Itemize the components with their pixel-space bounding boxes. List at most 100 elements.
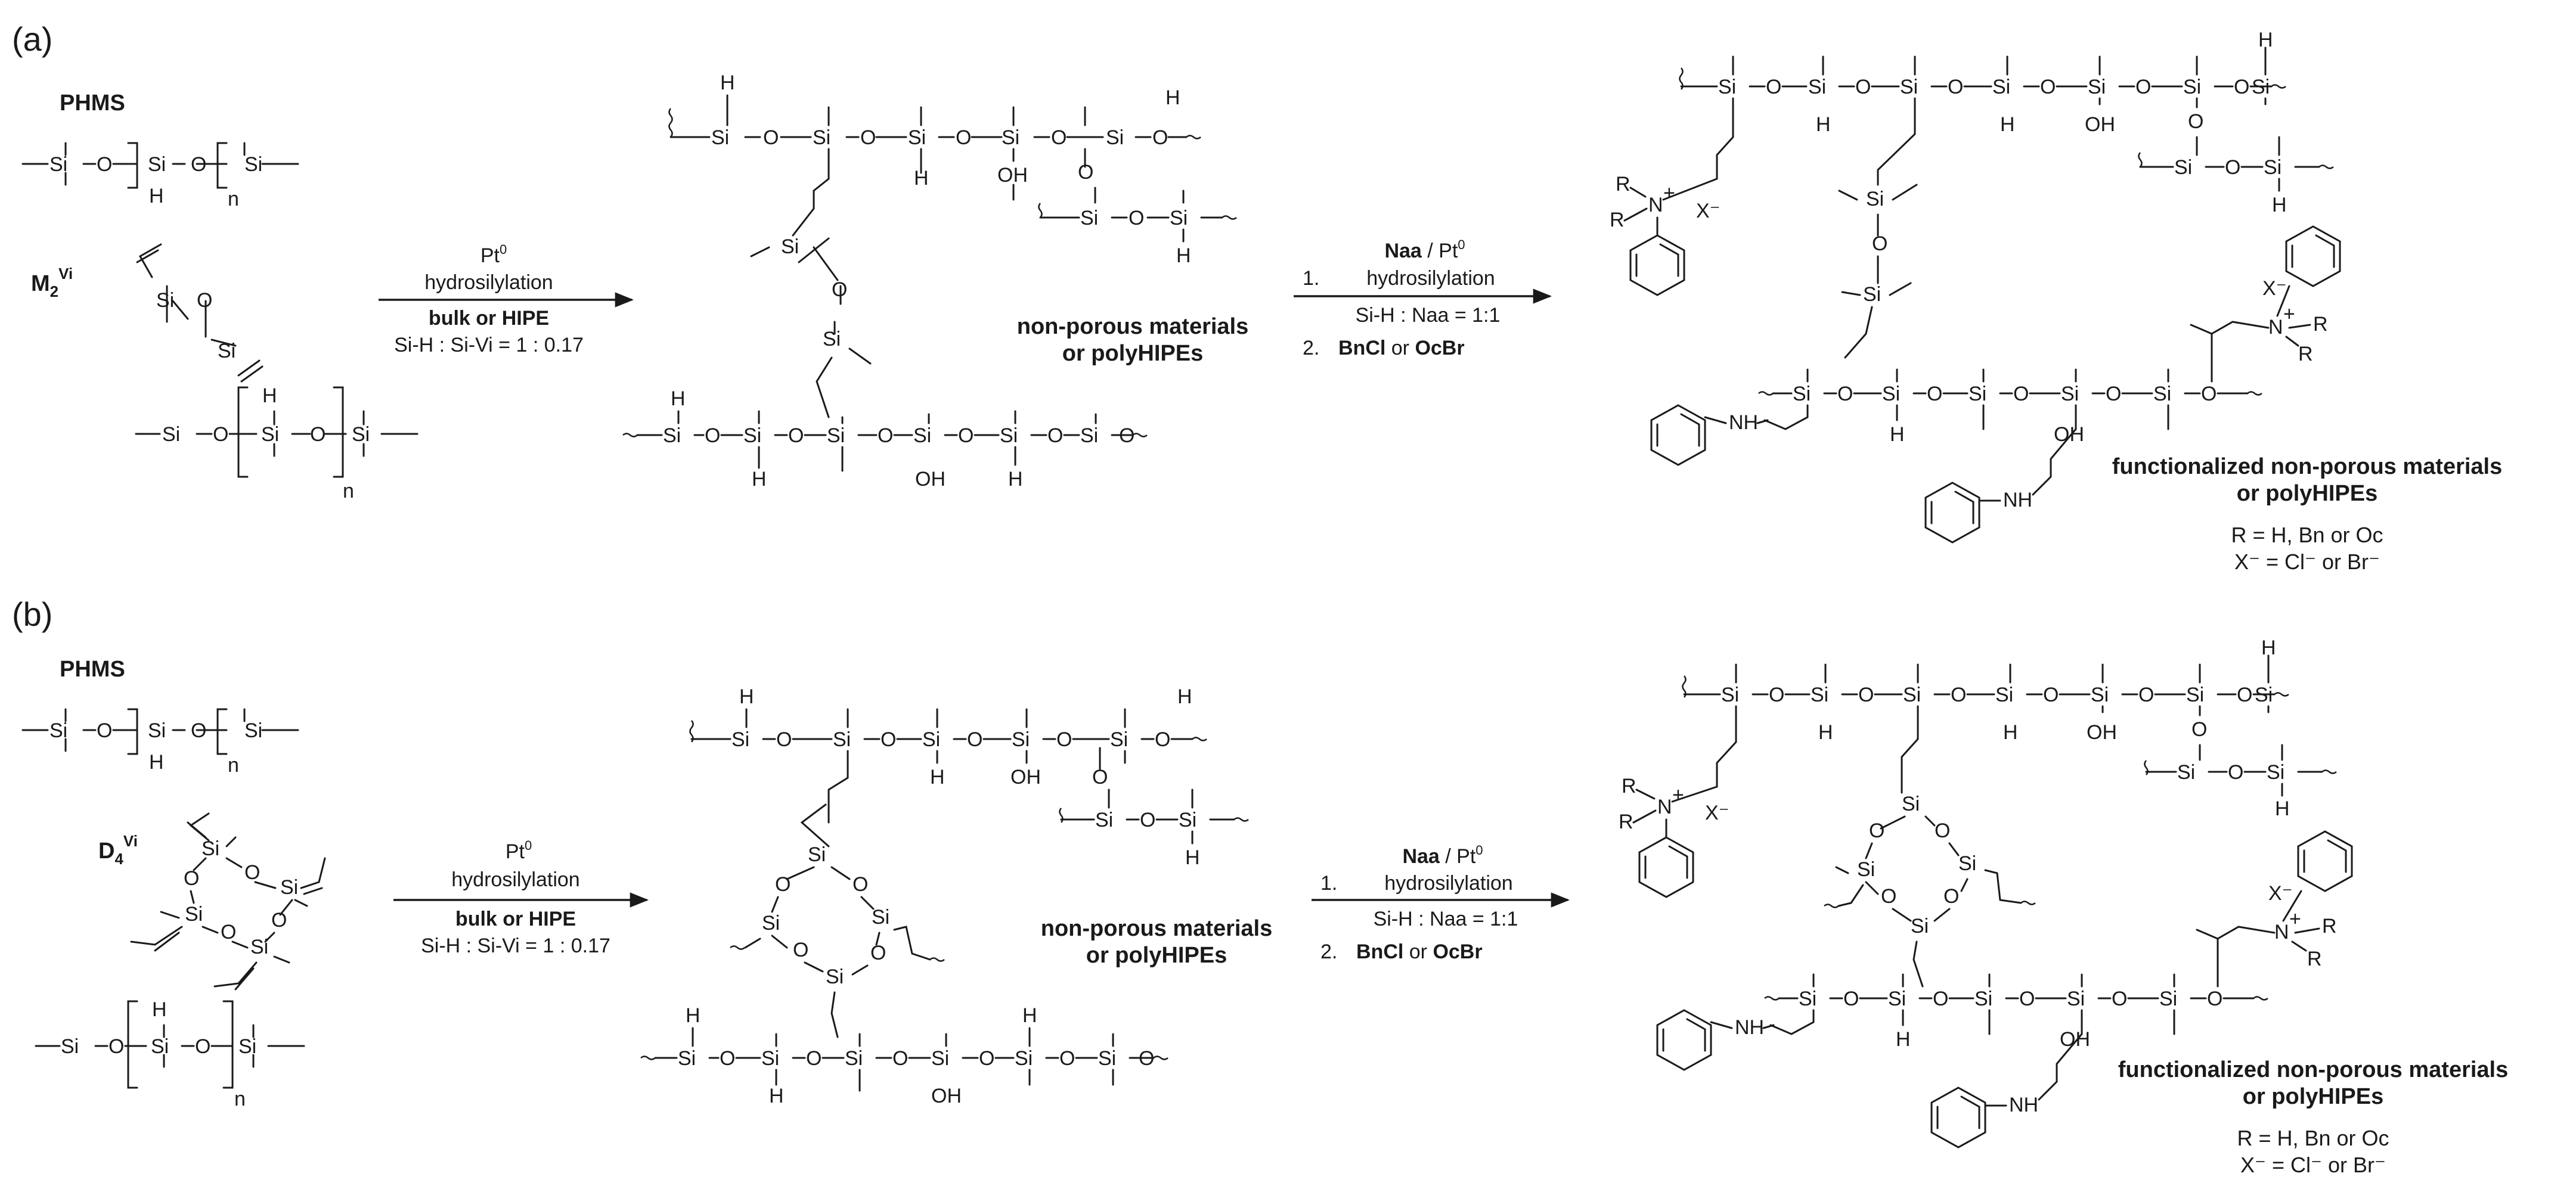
si-atom: Si (833, 728, 851, 751)
bulk-hipe-label: bulk or HIPE (429, 307, 549, 330)
h-atom: H (262, 384, 277, 407)
h-atom: H (1022, 1004, 1037, 1027)
si-atom: Si (1900, 76, 1918, 98)
intermediate-label-2: or polyHIPEs (1086, 943, 1227, 968)
o-atom: O (705, 424, 720, 447)
o-atom: O (2225, 156, 2240, 179)
si-atom: Si (2153, 383, 2171, 405)
h-atom: H (1165, 86, 1180, 109)
si-atom: Si (1799, 988, 1816, 1010)
si-atom: Si (2255, 684, 2273, 706)
o-atom: O (2207, 988, 2222, 1010)
si-atom: Si (2183, 76, 2201, 98)
o-atom: O (1935, 820, 1950, 842)
n-atom: N (2274, 921, 2289, 943)
si-atom: Si (2159, 988, 2177, 1010)
si-atom: Si (1015, 1047, 1033, 1070)
h-atom: H (1890, 423, 1905, 446)
si-atom: Si (931, 1047, 949, 1070)
step-number-1: 1. (1303, 267, 1319, 290)
o-atom: O (860, 126, 876, 149)
o-atom: O (788, 424, 804, 447)
r-group: R (2307, 948, 2322, 970)
step-number-2: 2. (1303, 337, 1319, 359)
nh-group: NH (1735, 1016, 1764, 1039)
phms-label: PHMS (60, 91, 125, 116)
h-atom: H (2003, 721, 2018, 744)
o-atom: O (1927, 383, 1942, 405)
si-atom: Si (49, 719, 67, 742)
h-atom: H (720, 72, 735, 94)
o-atom: O (881, 728, 896, 751)
x-counterion: X⁻ (2262, 277, 2287, 300)
o-atom: O (2043, 684, 2059, 706)
si-atom: Si (1012, 728, 1030, 751)
o-atom: O (97, 719, 112, 742)
si-atom: Si (762, 912, 780, 935)
si-atom: Si (1793, 383, 1811, 405)
o-atom: O (1059, 1047, 1075, 1070)
o-atom: O (1951, 684, 1966, 706)
o-atom: O (1078, 161, 1093, 184)
catalyst-label: Pt0 (506, 838, 532, 863)
si-atom: Si (1718, 76, 1736, 98)
n-charge: + (2283, 303, 2295, 325)
si-atom: Si (1888, 988, 1906, 1010)
r-group: R (2313, 313, 2328, 336)
si-atom: Si (808, 843, 826, 866)
h-atom: H (1896, 1028, 1911, 1051)
o-atom: O (191, 153, 206, 176)
si-atom: Si (663, 424, 681, 447)
o-atom: O (1056, 728, 1072, 751)
o-atom: O (1139, 1047, 1154, 1070)
phms-structure: Si O Si H O Si n (21, 708, 299, 777)
o-atom: O (1858, 684, 1874, 706)
nh-group: NH (1729, 411, 1758, 434)
o-atom: O (244, 861, 260, 884)
o-atom: O (878, 424, 893, 447)
x-definition: X⁻ = Cl⁻ or Br⁻ (2234, 550, 2380, 574)
si-atom: Si (202, 837, 219, 860)
h-atom: H (1177, 685, 1192, 708)
o-atom: O (956, 126, 971, 149)
o-atom: O (2040, 76, 2056, 98)
si-atom: Si (872, 906, 889, 929)
h-atom: H (2258, 29, 2273, 51)
si-atom: Si (1179, 809, 1196, 831)
si-atom: Si (2067, 988, 2085, 1010)
o-atom: O (195, 1035, 210, 1058)
hydrosilylation-label: hydrosilylation (451, 868, 579, 891)
o-atom: O (853, 873, 868, 896)
si-atom: Si (61, 1035, 79, 1058)
h-atom: H (2275, 797, 2290, 820)
o-atom: O (967, 728, 982, 751)
o-atom: O (1769, 684, 1784, 706)
naa-ratio-label: Si-H : Naa = 1:1 (1356, 304, 1501, 327)
d4vi-label: D4Vi (98, 832, 138, 868)
si-atom: Si (261, 423, 279, 446)
panel-b: (b) PHMS Si O Si H O Si n D4Vi Si O O Si… (12, 595, 2508, 1177)
oh-group: OH (915, 468, 946, 491)
si-atom: Si (1995, 684, 2013, 706)
si-atom: Si (813, 126, 830, 149)
panel-a-label: (a) (12, 20, 52, 58)
product-label-2: or polyHIPEs (2237, 481, 2378, 506)
nh-group: NH (2003, 489, 2032, 511)
intermediate-network: H Si O Si O Si H O Si OH O Si O H O Si O… (640, 685, 1249, 1107)
product-network: Si O Si H O Si O Si H O Si OH O Si O O H… (1610, 29, 2341, 544)
intermediate-label-1: non-porous materials (1041, 916, 1273, 941)
si-atom: Si (761, 1047, 779, 1070)
o-atom: O (776, 728, 792, 751)
si-atom: Si (2088, 76, 2106, 98)
m2vi-label: M2Vi (31, 265, 73, 300)
step2-conditions: Naa / Pt0 1. hydrosilylation Si-H : Naa … (1312, 843, 1570, 963)
si-atom: Si (1903, 684, 1921, 706)
si-atom: Si (352, 423, 370, 446)
si-atom: Si (1095, 809, 1113, 831)
si-atom: Si (156, 289, 174, 312)
n-atom: N (1648, 194, 1663, 216)
si-atom: Si (743, 424, 761, 447)
bulk-hipe-label: bulk or HIPE (455, 908, 576, 930)
si-atom: Si (218, 340, 235, 362)
o-atom: O (1933, 988, 1948, 1010)
